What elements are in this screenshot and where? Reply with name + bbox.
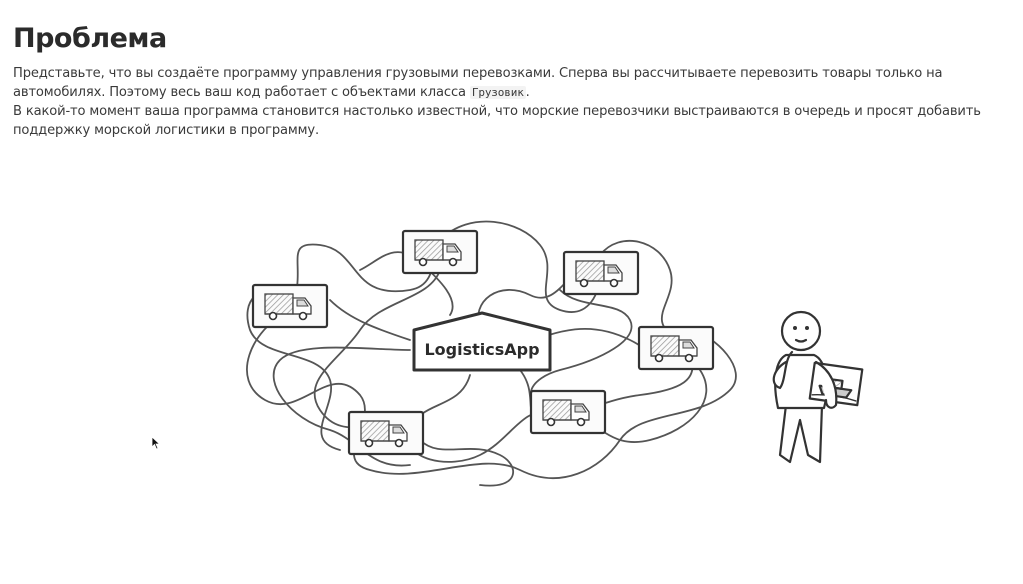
truck-icon (637, 325, 715, 371)
tangled-connections (246, 220, 737, 487)
logistics-app-building: LogisticsApp (412, 311, 552, 372)
paragraph-1-text: Представьте, что вы создаёте программу у… (13, 66, 943, 100)
section-text: Представьте, что вы создаёте программу у… (13, 64, 1018, 140)
person-with-ship-picture-icon (772, 310, 864, 464)
truck-icon (529, 389, 607, 435)
truck-icon (251, 283, 329, 329)
paragraph-2: В какой-то момент ваша программа станови… (13, 104, 981, 138)
section-title: Проблема (13, 23, 167, 54)
paragraph-1: Представьте, что вы создаёте программу у… (13, 64, 1018, 102)
logistics-app-label: LogisticsApp (424, 340, 539, 359)
mouse-cursor-icon (151, 436, 161, 450)
paragraph-1-end: . (525, 85, 530, 100)
truck-icon (562, 250, 640, 296)
truck-icon (401, 229, 479, 275)
inline-code-class-name: Грузовик (469, 86, 526, 99)
truck-icon (347, 410, 425, 456)
